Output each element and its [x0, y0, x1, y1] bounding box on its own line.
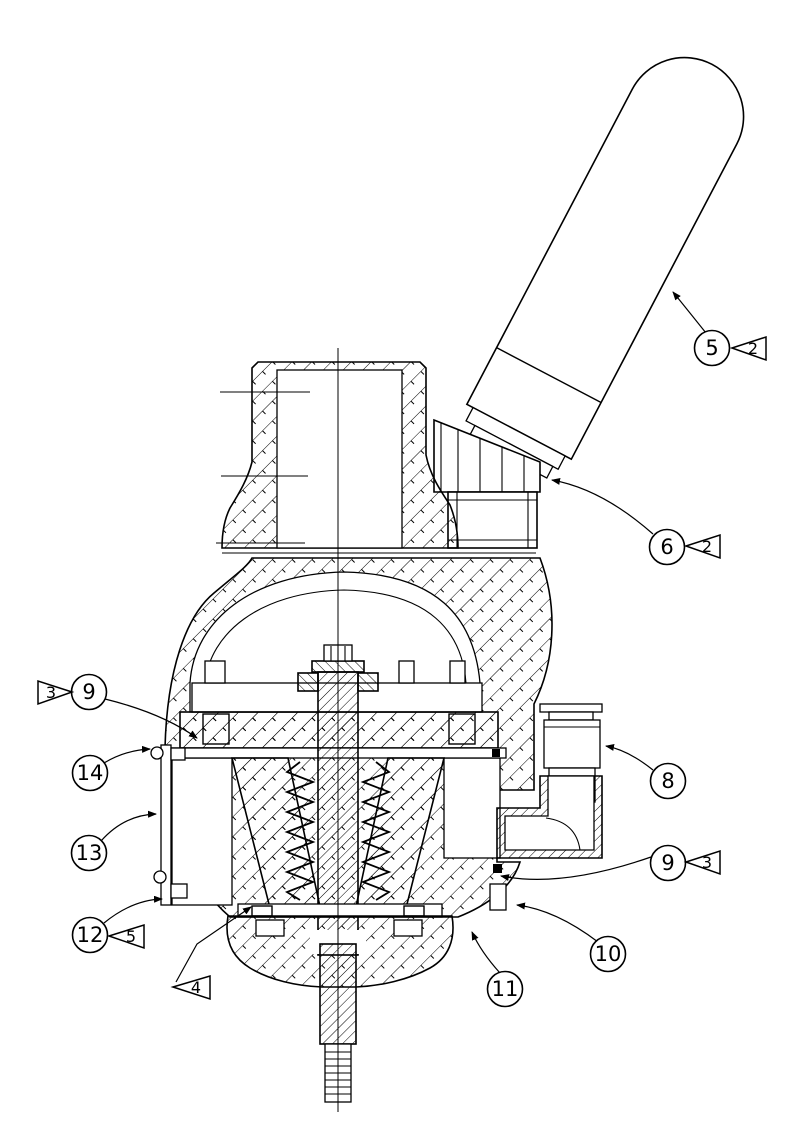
skirt-foot-right: [393, 919, 423, 937]
flag-3-left: 3: [37, 679, 75, 706]
callout-9-left: 9: [70, 673, 108, 711]
callout-11-label: 11: [492, 977, 519, 1001]
leader-14: [103, 745, 151, 764]
callouts: 5 6 8 9 10 11 12 13: [70, 329, 731, 1008]
handle-band-line: [496, 347, 602, 404]
seal-right: [448, 713, 476, 745]
callout-8-label: 8: [661, 769, 674, 793]
port-left: [204, 660, 226, 684]
leader-9-left: [104, 698, 198, 739]
reference-flags: 2 2 3 3 5 4: [37, 335, 767, 1001]
flag-5-label: 5: [126, 927, 136, 946]
port-mid: [398, 660, 415, 684]
callout-9-right-label: 9: [661, 851, 674, 875]
flag-4: 4: [170, 974, 211, 1001]
gauge-strip: [160, 744, 172, 906]
fitting-body: [543, 719, 601, 769]
mount-bellows: [433, 418, 541, 493]
flag-2-mount-label: 2: [702, 537, 712, 556]
callout-10: 10: [589, 935, 627, 973]
fitting-cap-flange: [539, 703, 603, 713]
fitting-cap-neck: [548, 711, 594, 721]
tube-bore: [276, 369, 403, 549]
callout-6: 6: [648, 528, 686, 566]
callout-11: 11: [486, 970, 524, 1008]
leader-12: [103, 895, 163, 924]
callout-12: 12: [71, 916, 109, 954]
leader-11: [471, 931, 501, 974]
callout-10-label: 10: [595, 942, 622, 966]
callout-8: 8: [649, 762, 687, 800]
left-pocket: [171, 757, 233, 906]
callout-13-label: 13: [76, 841, 103, 865]
leader-9-right: [500, 856, 652, 881]
leader-10: [516, 902, 599, 943]
handle: [465, 56, 745, 479]
callout-14: 14: [71, 754, 109, 792]
shaft-lobe-left: [297, 672, 319, 692]
rim-dot-right: [493, 864, 502, 873]
callout-13: 13: [70, 834, 108, 872]
strip-pin-bottom: [153, 870, 167, 884]
callout-9-right: 9: [649, 844, 687, 882]
port-right: [449, 660, 466, 684]
cavity-inner-line: [204, 589, 467, 684]
flag-3-right-label: 3: [702, 853, 712, 872]
leader-5: [672, 291, 707, 334]
leader-6: [551, 477, 654, 535]
callout-5-label: 5: [705, 336, 718, 360]
inlet-tube: [216, 361, 459, 549]
leader-13: [100, 810, 157, 842]
callout-12-label: 12: [77, 923, 104, 947]
elbow-bore: [504, 775, 595, 851]
strip-pin-top: [150, 746, 164, 760]
spring-left: [284, 761, 316, 901]
flag-5: 5: [106, 923, 145, 950]
spring-right: [360, 761, 392, 901]
strip-clip-top: [170, 747, 186, 761]
seal-left: [202, 713, 230, 745]
callout-9-left-label: 9: [82, 680, 95, 704]
leader-flag-4: [175, 906, 252, 983]
flag-2-handle: 2: [729, 335, 767, 362]
flag-2-mount: 2: [683, 533, 721, 560]
flag-3-left-label: 3: [46, 683, 56, 702]
leader-8: [605, 743, 654, 771]
skirt-foot-left: [255, 919, 285, 937]
right-pocket: [443, 757, 501, 859]
callout-14-label: 14: [77, 761, 104, 785]
flag-2-handle-label: 2: [748, 339, 758, 358]
flag-3-right: 3: [683, 849, 721, 876]
strip-clip-bottom: [170, 883, 188, 899]
flag-4-label: 4: [191, 978, 201, 997]
oring-right: [492, 749, 500, 757]
air-fitting: [496, 703, 603, 859]
rim-tab-right: [489, 883, 507, 911]
leader-lines: [100, 291, 707, 983]
shaft-lobe-right: [357, 672, 379, 692]
callout-6-label: 6: [660, 535, 673, 559]
lower-assembly: [226, 915, 454, 1103]
callout-5: 5: [693, 329, 731, 367]
elbow-bore-arc: [545, 817, 581, 851]
